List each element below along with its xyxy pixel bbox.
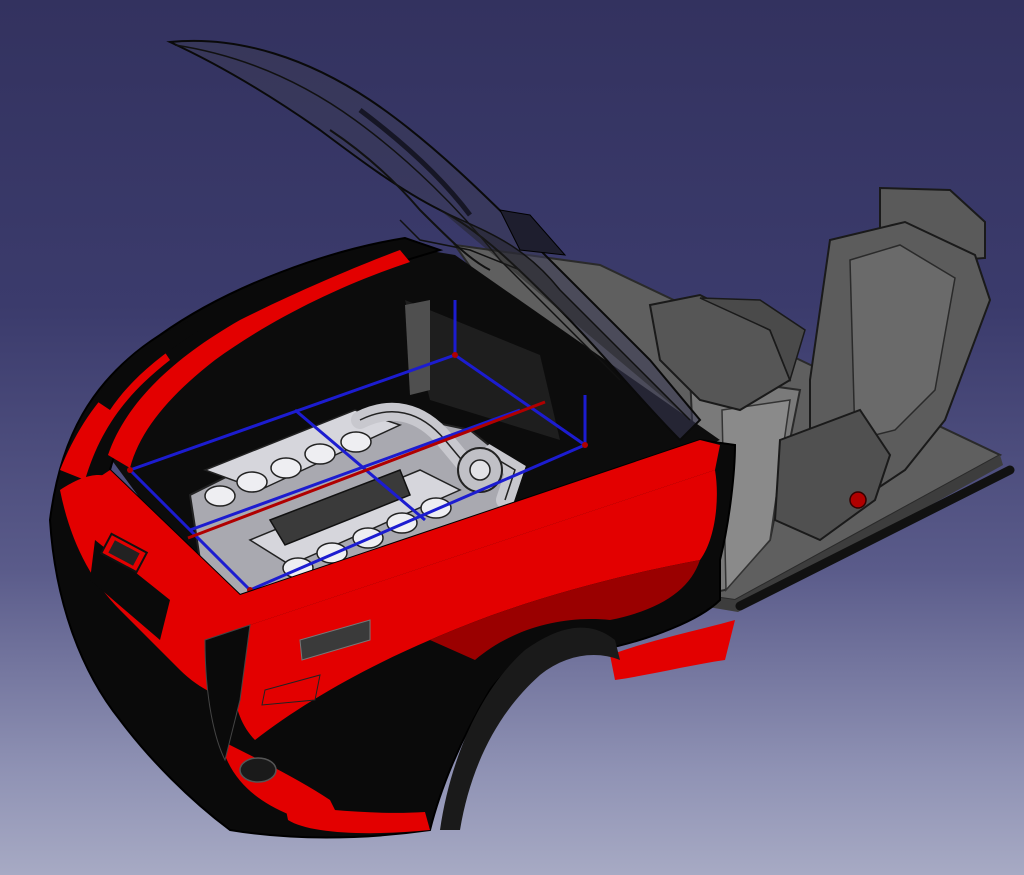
side-sill-bar bbox=[735, 465, 1015, 611]
rear-badge bbox=[99, 532, 149, 574]
exhaust-tip bbox=[239, 757, 277, 783]
red-strut-bar bbox=[187, 400, 546, 540]
v-engine[interactable] bbox=[188, 402, 526, 602]
rear-body-shell[interactable] bbox=[48, 236, 737, 839]
racing-seat[interactable] bbox=[648, 186, 992, 542]
seat-mount-bolt bbox=[849, 491, 867, 509]
rear-engine-hood-open[interactable] bbox=[166, 39, 702, 442]
cylinder-bank-upper bbox=[204, 431, 372, 507]
